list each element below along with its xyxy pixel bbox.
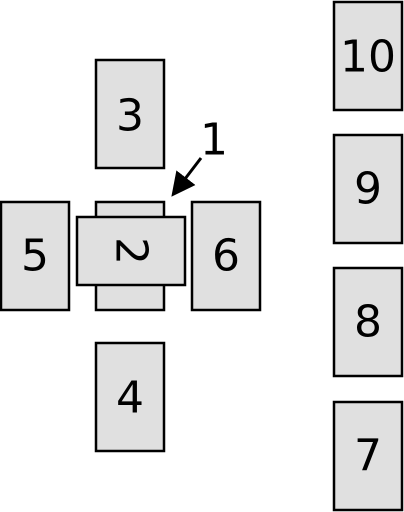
card-7-label: 7 <box>354 431 382 482</box>
card-10-label: 10 <box>340 32 396 83</box>
card-9: 9 <box>332 133 404 245</box>
card-7: 7 <box>332 400 404 512</box>
card-5: 5 <box>0 200 71 312</box>
card-3-label: 3 <box>116 91 144 142</box>
card-4-label: 4 <box>116 373 144 424</box>
card-8-label: 8 <box>354 297 382 348</box>
card-6-label: 6 <box>212 231 240 282</box>
card-8: 8 <box>332 266 404 378</box>
card-2: 2 <box>75 215 187 287</box>
card-3: 3 <box>94 58 166 170</box>
card-2-label: 2 <box>106 237 157 265</box>
card-10: 10 <box>332 0 404 112</box>
card-9-label: 9 <box>354 164 382 215</box>
card-1-pointer-arrow <box>171 157 203 197</box>
card-5-label: 5 <box>21 231 49 282</box>
card-1-pointer-label: 1 <box>200 115 228 166</box>
card-6: 6 <box>190 200 262 312</box>
card-4: 4 <box>94 341 166 453</box>
